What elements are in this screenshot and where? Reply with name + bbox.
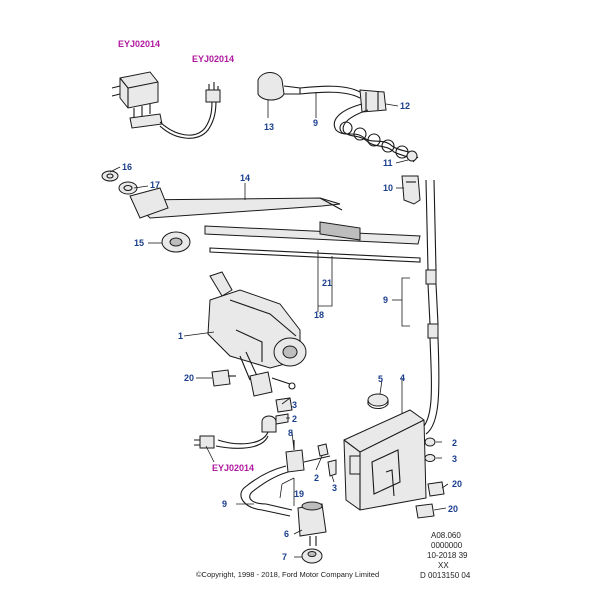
callout-16: 16 — [122, 162, 132, 172]
meta-line-3: 10-2018 39 — [427, 551, 468, 560]
callout-3-right: 3 — [452, 454, 457, 464]
callout-8: 8 — [288, 428, 293, 438]
meta-line-5: D 0013150 04 — [420, 571, 471, 580]
motor-connector — [249, 371, 296, 397]
callout-17: 17 — [150, 180, 160, 190]
washer-jet — [257, 72, 301, 101]
ref-label-top-left: EYJ02014 — [118, 39, 160, 49]
hose-upper — [299, 85, 361, 99]
nut-16 — [101, 170, 119, 182]
fastener-2-reservoir — [424, 437, 436, 447]
hose-vertical — [419, 179, 440, 435]
reservoir-cap — [367, 393, 389, 410]
callout-2-bracket: 2 — [314, 473, 319, 483]
washer-pump — [297, 501, 327, 546]
callout-18: 18 — [314, 310, 324, 320]
callout-20-left: 20 — [184, 373, 194, 383]
pump-grommet — [301, 548, 323, 564]
callout-9-right: 9 — [383, 295, 388, 305]
check-valve — [285, 440, 331, 473]
callout-2-right: 2 — [452, 438, 457, 448]
copyright-text: ©Copyright, 1998 - 2018, Ford Motor Comp… — [196, 570, 379, 579]
motor-harness — [194, 415, 277, 449]
callout-20-right-a: 20 — [452, 479, 462, 489]
meta-line-2: 0000000 — [431, 541, 463, 550]
callout-13: 13 — [264, 122, 274, 132]
callout-6: 6 — [284, 529, 289, 539]
callout-20-right-b: 20 — [448, 504, 458, 514]
callout-4: 4 — [400, 373, 405, 383]
connector-20-right-a — [427, 481, 445, 497]
grommet-15 — [161, 231, 191, 253]
wiper-arm — [129, 187, 343, 219]
callout-10: 10 — [383, 183, 393, 193]
wiper-blade — [204, 221, 421, 263]
callout-9-top: 9 — [313, 118, 318, 128]
callout-11: 11 — [383, 158, 393, 168]
wiper-motor — [207, 271, 307, 381]
nut-3-mid — [275, 397, 293, 413]
meta-line-1: A08.060 — [431, 531, 461, 540]
bracket-9 — [401, 277, 410, 327]
callout-3-mid: 3 — [292, 400, 297, 410]
callout-21: 21 — [322, 278, 332, 288]
fastener-2-bracket — [317, 443, 329, 457]
relay-module — [111, 71, 163, 129]
callout-15: 15 — [134, 238, 144, 248]
connector-20-right-b — [415, 503, 435, 519]
fastener-3-bracket — [327, 459, 337, 477]
callout-2-mid: 2 — [292, 414, 297, 424]
screw-2-mid — [275, 413, 289, 425]
meta-line-4: XX — [438, 561, 449, 570]
hose-clip-12 — [359, 89, 387, 113]
callout-14: 14 — [240, 173, 250, 183]
leader-lines — [109, 92, 449, 558]
hose-bracket-10 — [401, 175, 421, 205]
fastener-3-reservoir — [424, 454, 436, 462]
washer-17 — [118, 181, 138, 195]
callout-7: 7 — [282, 552, 287, 562]
callout-5: 5 — [378, 374, 383, 384]
hose-coil — [333, 103, 419, 163]
relay-harness — [159, 82, 221, 139]
hose-lower — [240, 465, 293, 517]
callout-9-bottom: 9 — [222, 499, 227, 509]
ref-label-top-right: EYJ02014 — [192, 54, 234, 64]
clip-20-left — [211, 369, 236, 387]
callout-3-bracket: 3 — [332, 483, 337, 493]
washer-reservoir — [343, 409, 427, 511]
callout-19: 19 — [294, 489, 304, 499]
ref-label-bottom: EYJ02014 — [212, 463, 254, 473]
callout-12: 12 — [400, 101, 410, 111]
callout-1: 1 — [178, 331, 183, 341]
